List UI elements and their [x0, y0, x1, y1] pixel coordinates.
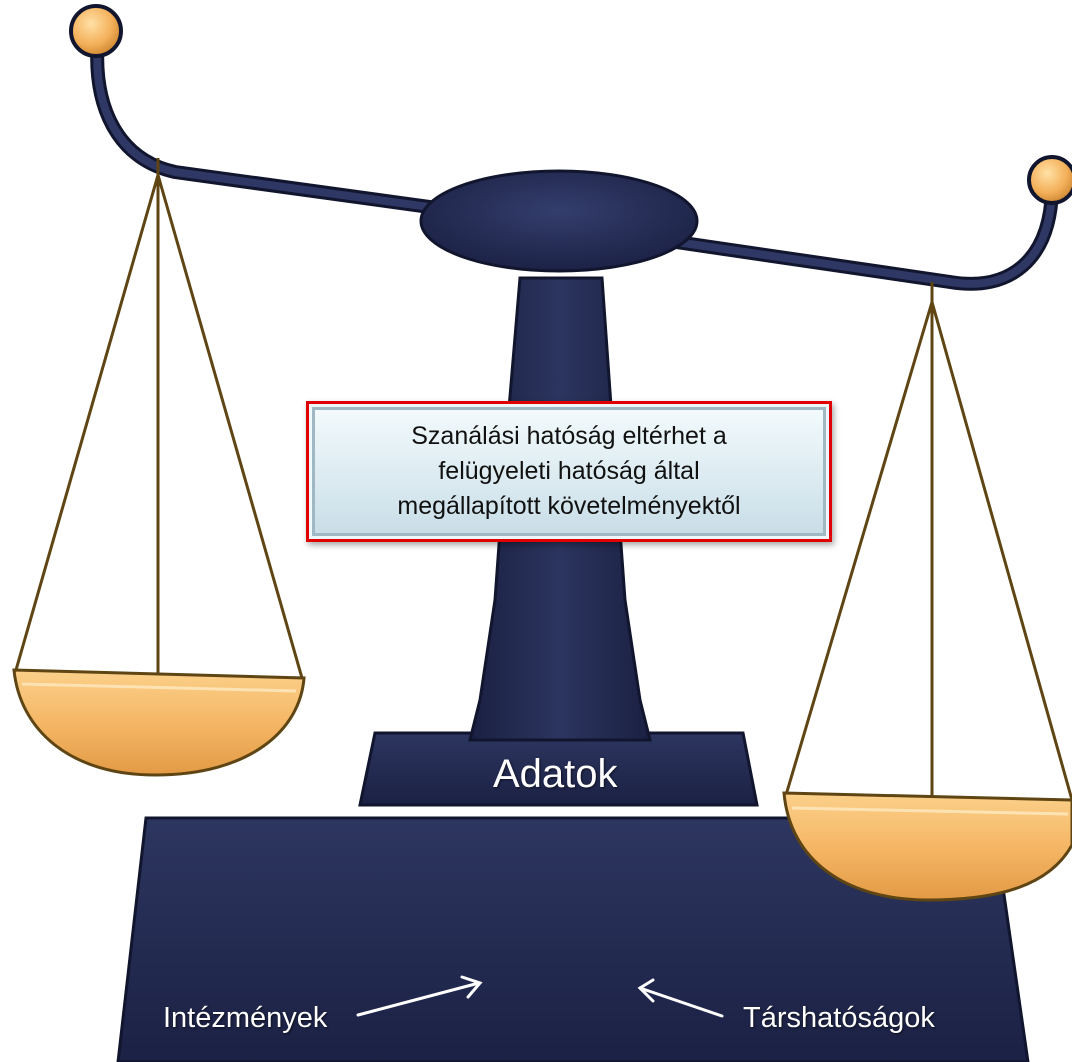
callout-box: Szanálási hatóság eltérhet a felügyeleti…	[306, 401, 832, 542]
base-left-label: Intézmények	[163, 1002, 328, 1034]
base-center-label: Adatok	[493, 752, 618, 796]
right-pan	[782, 791, 1072, 902]
arrow-right-to-center	[637, 978, 724, 1018]
scale-pivot-hub	[419, 169, 699, 273]
left-pan-strings	[14, 158, 304, 679]
left-knob	[69, 4, 123, 58]
right-pan-strings	[784, 282, 1072, 801]
arrow-left-to-center	[356, 975, 483, 1017]
scale-base-lower	[116, 816, 1030, 1062]
right-knob	[1027, 155, 1072, 205]
callout-text: Szanálási hatóság eltérhet a felügyeleti…	[397, 422, 741, 520]
left-pan	[12, 668, 306, 777]
base-right-label: Társhatóságok	[743, 1002, 935, 1034]
